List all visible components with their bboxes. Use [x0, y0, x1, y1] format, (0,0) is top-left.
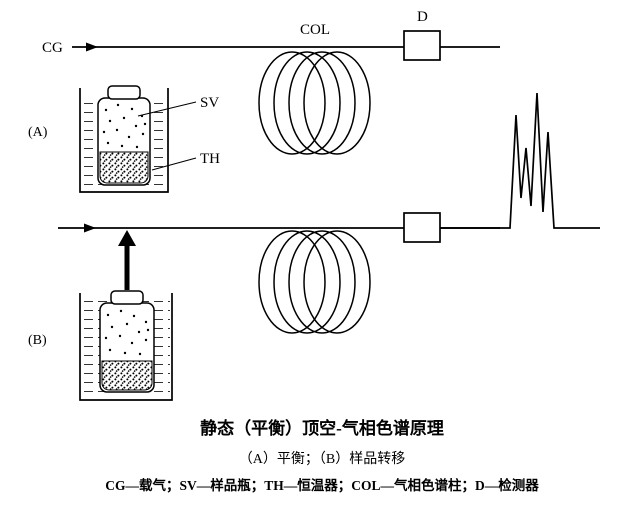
- caption-title: 静态（平衡）顶空-气相色谱原理: [200, 418, 444, 438]
- row-b-label: (B): [28, 333, 47, 348]
- detector-box-a: [403, 30, 441, 61]
- vial-cap-b: [110, 290, 144, 305]
- sv-label: SV: [200, 95, 219, 111]
- d-label: D: [417, 9, 428, 25]
- injection-arrowhead-icon: [118, 230, 136, 246]
- caption-legend: CG—载气；SV—样品瓶；TH—恒温器；COL—气相色谱柱；D—检测器: [105, 477, 539, 494]
- chromatogram-peaks: [440, 92, 600, 229]
- th-label: TH: [200, 151, 220, 167]
- transfer-line-arrowhead-icon: [84, 223, 96, 233]
- carrier-gas-arrowhead-icon: [86, 42, 98, 52]
- vapor-dots-b: [104, 309, 150, 356]
- cg-label: CG: [42, 40, 63, 56]
- liquid-sample-b: [101, 360, 153, 391]
- th-leader-line: [151, 157, 197, 171]
- water-bath-b: [79, 293, 173, 401]
- caption-subtitle: （A）平衡；（B）样品转移: [239, 451, 405, 467]
- sv-leader-line: [137, 101, 197, 117]
- detector-box-b: [403, 212, 441, 243]
- vial-cap-a: [107, 85, 141, 100]
- water-bath-a: [79, 88, 169, 193]
- gc-column-coil-a: [258, 51, 371, 155]
- col-label: COL: [300, 22, 330, 38]
- liquid-sample-a: [99, 151, 149, 184]
- row-a-label: (A): [28, 125, 48, 140]
- gc-column-coil-b: [258, 230, 371, 334]
